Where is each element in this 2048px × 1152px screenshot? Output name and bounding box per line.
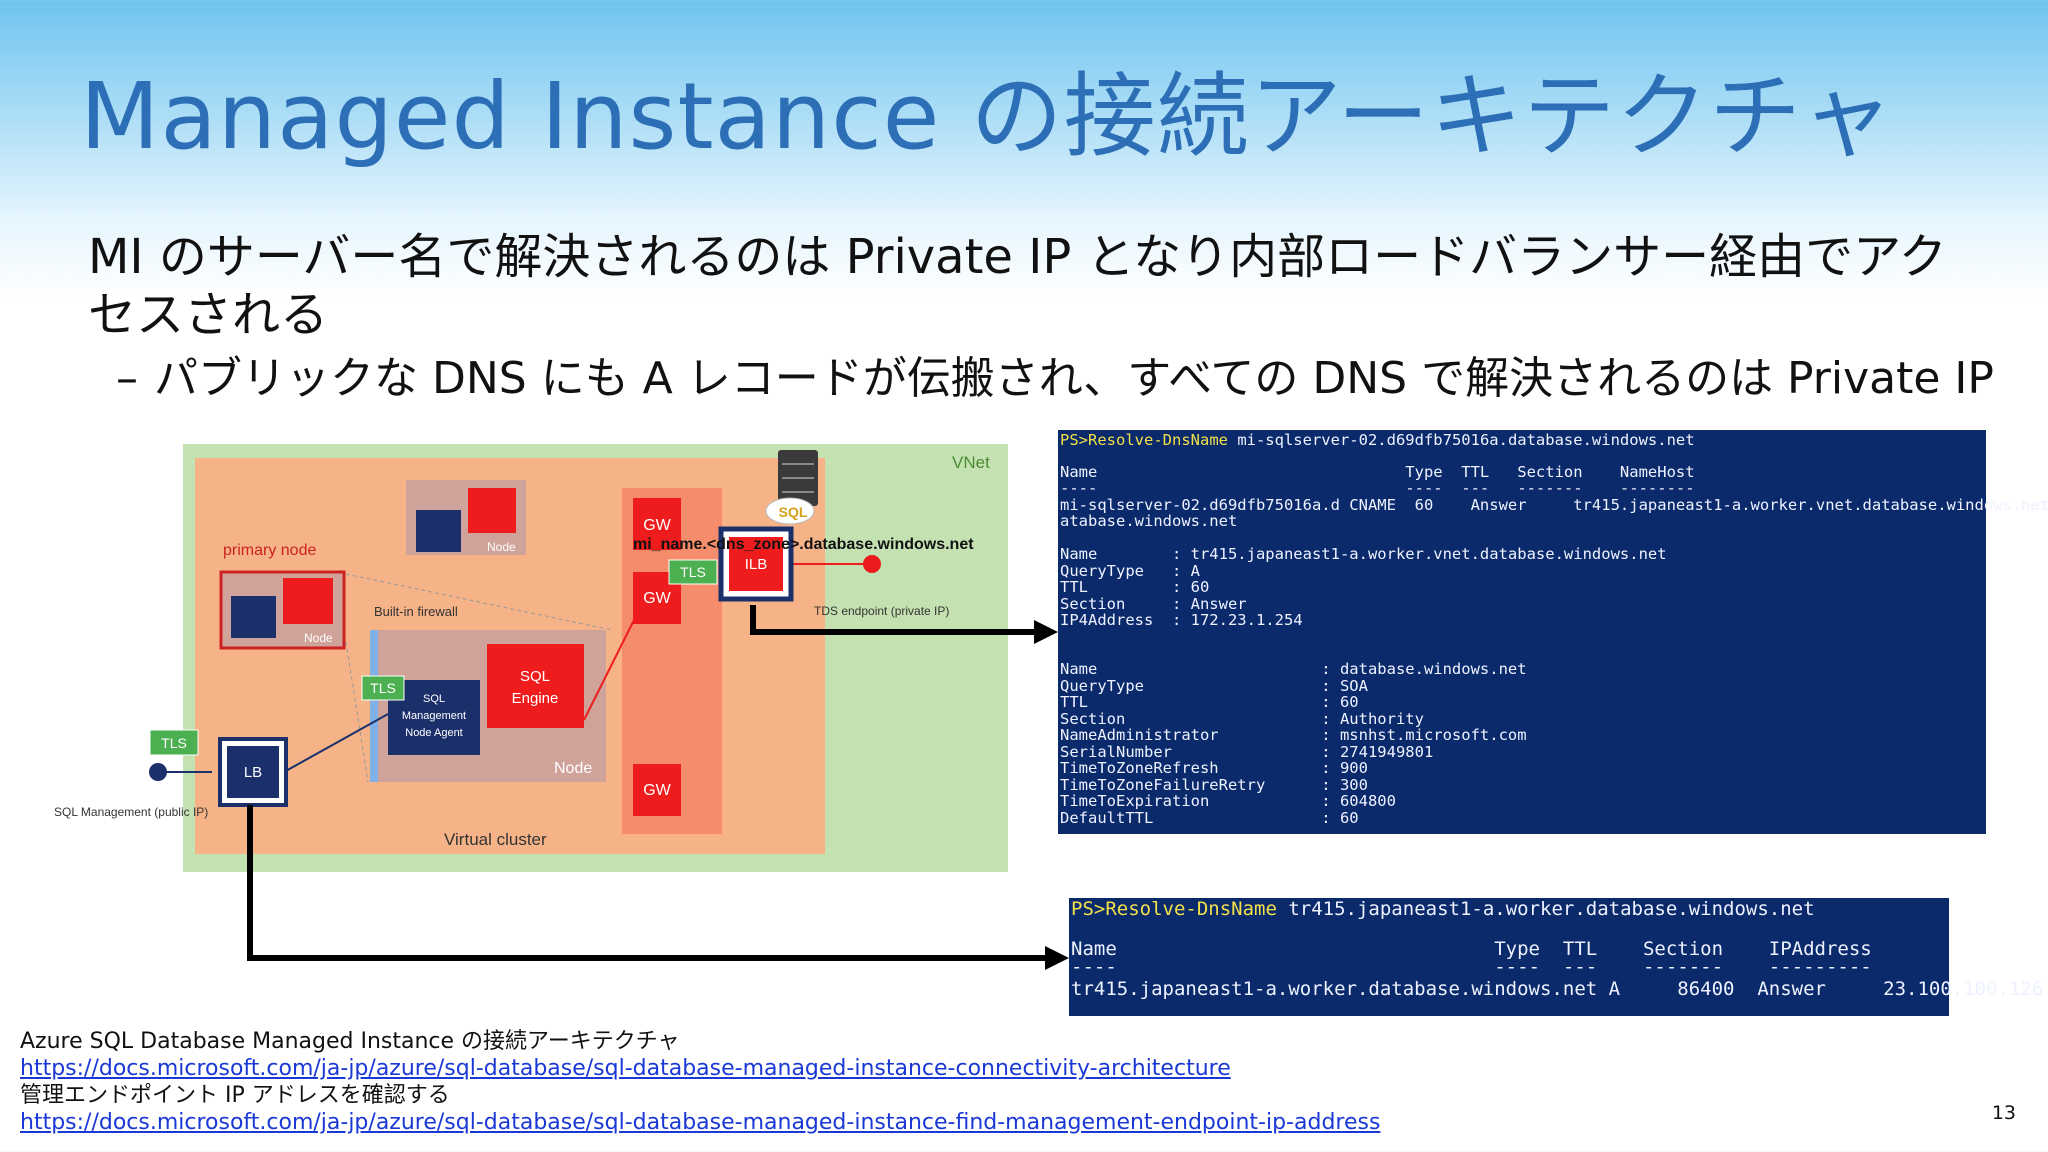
lb-to-agent-line <box>283 713 389 773</box>
node-agent-line1: SQL <box>423 693 445 705</box>
terminal1-rec1-line: QueryType : A <box>1060 561 1200 580</box>
bullet-sub-text: パブリックな DNS にも A レコードが伝搬され、すべての DNS で解決され… <box>154 353 1994 404</box>
reference-link-1[interactable]: https://docs.microsoft.com/ja-jp/azure/s… <box>20 1056 1231 1081</box>
node-agent-line3: Node Agent <box>405 727 463 739</box>
node-top-red-block <box>468 488 516 533</box>
reference-title-2: 管理エンドポイント IP アドレスを確認する <box>20 1083 450 1108</box>
funnel-line-top <box>345 573 613 631</box>
terminal2-header: Name Type TTL Section IPAddress <box>1071 938 1872 960</box>
terminal1-rec1-line: TTL : 60 <box>1060 578 1210 596</box>
terminal1-rec2-line: DefaultTTL : 60 <box>1060 808 1359 827</box>
main-node-label: Node <box>554 760 592 777</box>
gw-box-top <box>633 498 681 550</box>
primary-node-blue-block <box>231 596 276 638</box>
terminal1-rec2-line: TTL : 60 <box>1060 693 1359 711</box>
ilb-to-terminal1-arrow <box>750 605 1040 635</box>
sql-mgmt-label: SQL Management (public IP) <box>54 805 208 819</box>
tls-flag-agent-label: TLS <box>370 680 396 696</box>
sql-engine-line1: SQL <box>520 668 550 685</box>
sql-badge-label: SQL <box>779 504 808 520</box>
gw-box-bottom <box>633 764 681 816</box>
slide-title: Managed Instance の接続アーキテクチャ <box>80 63 1895 170</box>
firewall-bar <box>370 630 378 782</box>
terminal-resolve-public: PS>Resolve-DnsName tr415.japaneast1-a.wo… <box>1069 898 2043 1016</box>
sql-badge-cloud <box>765 497 815 525</box>
tds-endpoint-dot <box>863 555 881 573</box>
node-top-blue-block <box>416 510 461 552</box>
terminal1-rec2-line: NameAdministrator : msnhst.microsoft.com <box>1060 726 1527 744</box>
tls-flag-gw <box>668 559 718 585</box>
reference-title-1: Azure SQL Database Managed Instance の接続ア… <box>20 1029 680 1054</box>
terminal1-row1a: mi-sqlserver-02.d69dfb75016a.d CNAME 60 … <box>1060 496 2048 514</box>
bullet-main: MI のサーバー名で解決されるのは Private IP となり内部ロードバラン… <box>88 229 1947 343</box>
tls-flag-lb <box>149 729 199 756</box>
terminal-resolve-mi: PS>Resolve-DnsName mi-sqlserver-02.d69df… <box>1058 430 2048 834</box>
lb-label: LB <box>244 764 262 781</box>
lb-arrow-head <box>1045 946 1069 970</box>
lb-box <box>227 746 279 798</box>
terminal1-underline: ---- ---- --- ------- -------- <box>1060 479 1695 497</box>
terminal2-command: PS>Resolve-DnsName tr415.japaneast1-a.wo… <box>1071 898 1815 920</box>
primary-node-node-label: Node <box>304 631 333 645</box>
lb-to-terminal2-arrow <box>247 805 1050 961</box>
vnet-label: VNet <box>952 453 990 472</box>
terminal1-rec2-line: TimeToZoneRefresh : 900 <box>1060 759 1368 777</box>
node-agent-line2: Management <box>402 710 466 722</box>
terminal1-command: PS>Resolve-DnsName mi-sqlserver-02.d69df… <box>1060 431 1695 449</box>
terminal1-rec2-line: TimeToExpiration : 604800 <box>1060 792 1396 810</box>
architecture-svg: VNet Virtual cluster Node primary node N… <box>54 444 1008 872</box>
primary-node-red-block <box>283 578 333 624</box>
gw-top-label: GW <box>643 517 671 534</box>
references: Azure SQL Database Managed Instance の接続ア… <box>20 1028 1380 1136</box>
gw-bottom-label: GW <box>643 782 671 799</box>
node-top-label: Node <box>487 540 516 554</box>
ilb-label: ILB <box>745 556 768 573</box>
terminal1-rec2-line: Name : database.windows.net <box>1060 660 1527 678</box>
page-number: 13 <box>1991 1102 2016 1124</box>
gw-middle-label: GW <box>643 590 671 607</box>
terminal1-rec1-line: IP4Address : 172.23.1.254 <box>1060 611 1303 629</box>
terminal1-rec2-line: QueryType : SOA <box>1060 676 1368 695</box>
dns-name-label: mi_name.<dns_zone>.database.windows.net <box>633 536 974 553</box>
bullet-dash: – <box>116 353 138 404</box>
terminal1-rec2-line: SerialNumber : 2741949801 <box>1060 742 1434 761</box>
terminal1-rec1-line: Name : tr415.japaneast1-a.worker.vnet.da… <box>1060 545 1667 563</box>
terminal1-rec2-line: Section : Authority <box>1060 709 1424 728</box>
architecture-diagram: VNet Virtual cluster Node primary node N… <box>24 402 1008 886</box>
virtual-cluster-label: Virtual cluster <box>444 830 547 849</box>
ilb-arrow-head <box>1034 620 1058 644</box>
bullet-sub: –パブリックな DNS にも A レコードが伝搬され、すべての DNS で解決さ… <box>116 342 1994 406</box>
terminal1-row1b: atabase.windows.net <box>1060 512 1238 530</box>
mgmt-endpoint-dot <box>149 763 167 781</box>
tds-endpoint-label: TDS endpoint (private IP) <box>814 604 949 618</box>
terminal2-row: tr415.japaneast1-a.worker.database.windo… <box>1071 978 2044 1000</box>
builtin-firewall-label: Built-in firewall <box>374 604 458 619</box>
tls-flag-gw-label: TLS <box>680 564 706 580</box>
primary-node-label: primary node <box>223 542 316 559</box>
sql-engine-line2: Engine <box>512 690 559 707</box>
terminal1-rec2-line: TimeToZoneFailureRetry : 300 <box>1060 775 1368 794</box>
reference-link-2[interactable]: https://docs.microsoft.com/ja-jp/azure/s… <box>20 1110 1381 1135</box>
tls-flag-lb-label: TLS <box>161 735 187 751</box>
tls-flag-agent <box>361 675 405 701</box>
ilb-box <box>729 537 783 591</box>
terminal1-rec1-line: Section : Answer <box>1060 594 1247 613</box>
terminal1-header: Name Type TTL Section NameHost <box>1060 463 1695 481</box>
funnel-line-bottom <box>345 641 369 783</box>
terminal2-underline: ---- ---- --- ------- --------- <box>1071 956 1872 978</box>
sql-engine-box <box>487 644 584 728</box>
